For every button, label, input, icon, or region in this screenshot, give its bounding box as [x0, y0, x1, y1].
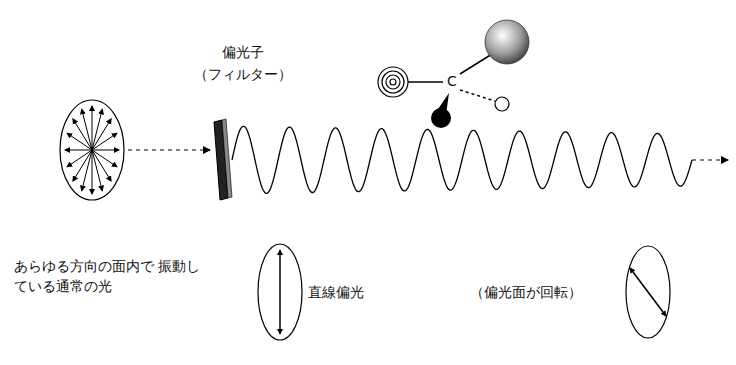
unpolarized-arrows — [65, 106, 119, 194]
ordinary-light-label: あらゆる方向の面内で 振動している通常の光 — [14, 256, 204, 297]
carbon-atom: C — [446, 74, 458, 89]
incoming-beam — [128, 149, 210, 150]
linear-ellipse — [258, 244, 302, 340]
vertical-double-arrow — [279, 250, 281, 334]
linear-polarization-label: 直線偏光 — [308, 282, 364, 302]
rotated-ellipse — [626, 246, 670, 338]
polarizer-label: 偏光子 — [222, 42, 264, 62]
vibration-arrow — [67, 133, 117, 167]
polarizer-edge — [222, 119, 232, 198]
light-wave — [232, 126, 692, 193]
rotation-note: （偏光面が回転） — [470, 282, 582, 302]
rotated-double-arrow — [630, 268, 666, 316]
outgoing-beam — [692, 159, 728, 160]
filter-note: （フィルター） — [194, 64, 292, 84]
chiral-molecule — [378, 20, 529, 128]
unpolarized-ellipse — [60, 100, 124, 200]
